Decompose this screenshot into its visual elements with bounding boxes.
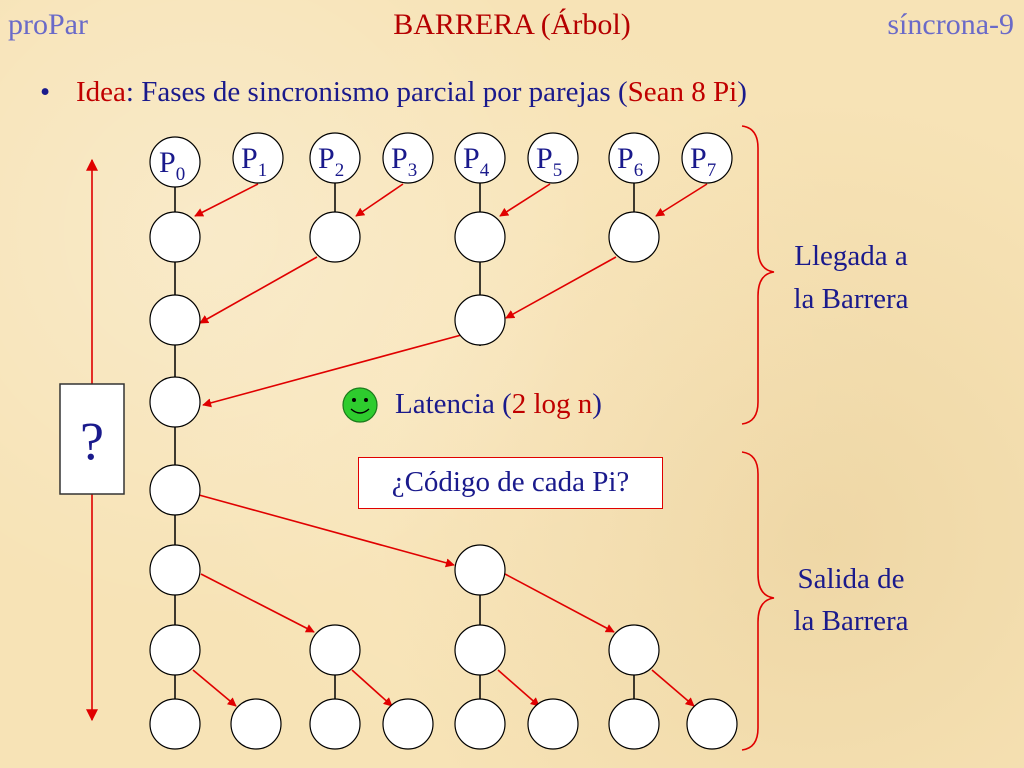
idea-label: Idea (76, 76, 126, 108)
arrow-p0-to-p2 (200, 573, 315, 633)
arrow-p2-to-p0 (199, 256, 318, 324)
arrow-p4-to-p6 (504, 573, 615, 633)
process-node-p7 (681, 132, 733, 184)
arrow-p3-to-p2 (355, 183, 404, 217)
exit-node-leaf-p1 (230, 698, 282, 750)
process-node-p6 (608, 132, 660, 184)
exit-node-level2-p4 (454, 544, 506, 596)
exit-node-leaf-p5 (527, 698, 579, 750)
arrival-node-level3-p0 (149, 376, 201, 428)
slide-number: síncrona-9 (887, 8, 1014, 41)
exit-brace (741, 451, 775, 751)
process-label-p0: P0 (159, 146, 185, 185)
code-question-box: ¿Código de cada Pi? (358, 457, 663, 509)
arrival-node-level2-p4 (454, 294, 506, 346)
arrow-p0-to-p4 (198, 494, 455, 568)
header-course-name: proPar (8, 8, 88, 41)
arrow-p1-to-p0 (194, 183, 259, 217)
arrow-p6-to-p7 (651, 669, 695, 707)
exit-node-leaf-p4 (454, 698, 506, 750)
bullet-point: • (40, 76, 51, 108)
idea-separator: : (125, 76, 142, 108)
arrival-arrows (194, 183, 708, 408)
arrival-node-level1-p6 (608, 211, 660, 263)
smiley-face-icon (342, 387, 378, 423)
exit-node-leaf-p0 (149, 698, 201, 750)
latency-close: ) (592, 388, 602, 420)
arrow-p4-to-p5 (497, 669, 540, 707)
arrival-node-level1-p0 (149, 211, 201, 263)
latency-label: Latencia ( (395, 388, 512, 420)
exit-node-level3-p4 (454, 624, 506, 676)
process-row: P0 P1 P2 P3 P4 P5 P6 P7 (149, 132, 733, 188)
process-node-p5 (527, 132, 579, 184)
tree-lines (174, 180, 635, 724)
exit-node-level3-p6 (608, 624, 660, 676)
arrival-label-line2: la Barrera (793, 283, 908, 315)
process-label-p2: P2 (318, 142, 344, 181)
arrow-p6-to-p4 (505, 256, 617, 319)
exit-node-leaf-p2 (309, 698, 361, 750)
exit-nodes (149, 464, 738, 750)
exit-label-line2: la Barrera (793, 605, 908, 637)
arrow-p2-to-p3 (351, 669, 393, 707)
question-box (59, 383, 125, 495)
arrival-brace (741, 125, 775, 425)
arrival-node-level1-p4 (454, 211, 506, 263)
latency-text: Latencia (2 log n) (395, 388, 602, 421)
process-label-p5: P5 (536, 142, 562, 181)
slide-title: BARRERA (Árbol) (393, 8, 631, 41)
exit-node-level1-p0 (149, 464, 201, 516)
arrival-node-level2-p0 (149, 294, 201, 346)
process-node-p2 (309, 132, 361, 184)
exit-node-leaf-p3 (382, 698, 434, 750)
arrival-node-level1-p2 (309, 211, 361, 263)
idea-bullet: • Idea: Fases de sincronismo parcial por … (40, 76, 747, 109)
process-node-p3 (382, 132, 434, 184)
arrow-p7-to-p6 (655, 183, 708, 217)
arrow-p4-to-p0 (202, 333, 466, 408)
exit-node-level2-p0 (149, 544, 201, 596)
idea-text: Fases de sincronismo parcial por parejas… (141, 76, 628, 108)
process-label-p7: P7 (690, 142, 716, 181)
exit-node-level3-p0 (149, 624, 201, 676)
idea-close: ) (737, 76, 747, 108)
exit-node-leaf-p6 (608, 698, 660, 750)
process-label-p4: P4 (463, 142, 490, 181)
arrow-p5-to-p4 (499, 183, 551, 217)
process-node-p1 (232, 132, 284, 184)
exit-label-line1: Salida de (797, 563, 904, 595)
latency-value: 2 log n (511, 388, 593, 420)
process-node-p0 (149, 136, 201, 188)
exit-arrows (192, 494, 695, 707)
process-label-p3: P3 (391, 142, 417, 181)
process-label-p1: P1 (241, 142, 267, 181)
question-mark: ? (80, 411, 104, 471)
arrival-label-line1: Llegada a (794, 240, 908, 272)
arrival-nodes (149, 211, 660, 428)
idea-highlight: Sean 8 Pi (627, 76, 738, 108)
process-label-p6: P6 (617, 142, 643, 181)
process-node-p4 (454, 132, 506, 184)
arrow-p0-to-p1 (192, 669, 237, 707)
exit-node-level3-p2 (309, 624, 361, 676)
exit-node-leaf-p7 (686, 698, 738, 750)
